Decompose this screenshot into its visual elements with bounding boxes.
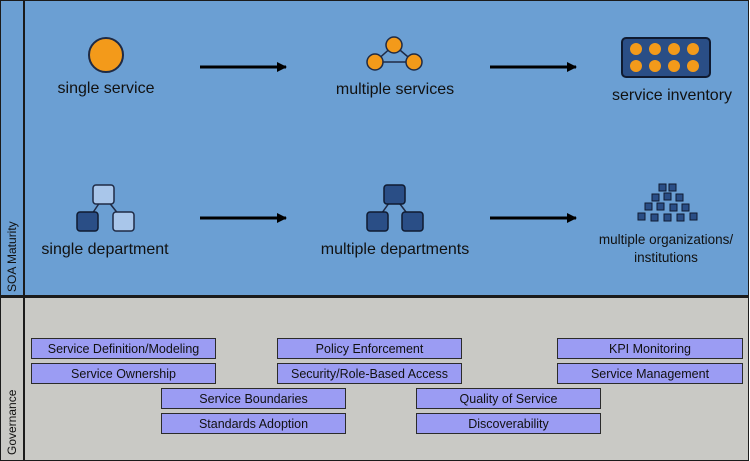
label-multiple-organizations: multiple organizations/ institutions [598, 232, 734, 265]
label-multiple-departments: multiple departments [320, 241, 470, 258]
governance-item-service-definition: Service Definition/Modeling [31, 338, 216, 359]
governance-label: Governance [5, 389, 19, 455]
governance-item-kpi-monitoring: KPI Monitoring [557, 338, 743, 359]
governance-item-service-ownership: Service Ownership [31, 363, 216, 384]
label-service-inventory: service inventory [611, 87, 733, 104]
single-department-icon [76, 184, 135, 232]
governance-item-service-boundaries: Service Boundaries [161, 388, 346, 409]
label-multiple-services: multiple services [335, 81, 455, 98]
governance-item-quality-of-service: Quality of Service [416, 388, 601, 409]
label-single-service: single service [57, 80, 155, 97]
multiple-services-icon [366, 36, 423, 71]
governance-item-discoverability: Discoverability [416, 413, 601, 434]
governance-item-standards-adoption: Standards Adoption [161, 413, 346, 434]
label-single-department: single department [41, 241, 169, 258]
maturity-artwork [76, 36, 711, 232]
governance-item-policy-enforcement: Policy Enforcement [277, 338, 462, 359]
side-divider [23, 0, 25, 461]
multiple-organizations-icon [637, 183, 698, 222]
service-inventory-icon [621, 37, 711, 78]
multiple-departments-icon [366, 184, 424, 232]
governance-item-service-management: Service Management [557, 363, 743, 384]
governance-item-security-access: Security/Role-Based Access [277, 363, 462, 384]
single-service-icon [88, 37, 124, 73]
